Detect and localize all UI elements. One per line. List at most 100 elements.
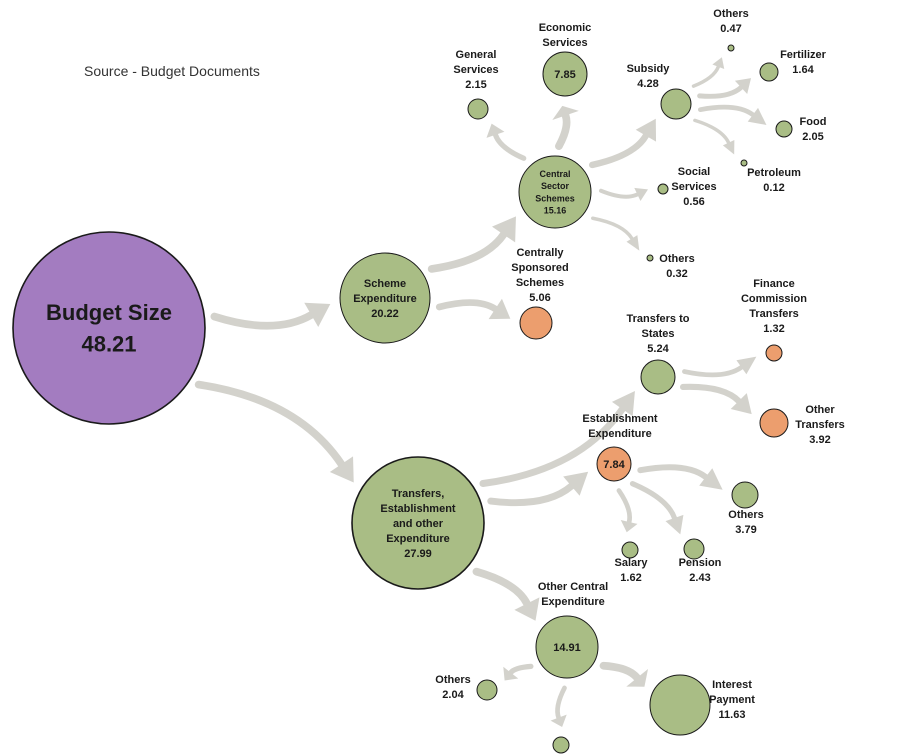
flow-arrow-central_sector-to-subsidy [588, 118, 657, 169]
flow-arrow-scheme-to-central_sector [427, 216, 516, 273]
node-value: 1.62 [620, 572, 641, 584]
node-value: 7.85 [554, 69, 575, 81]
node-label: Pension [679, 557, 722, 569]
node-value: 2.43 [689, 572, 710, 584]
node-label: Schemes [535, 193, 575, 203]
node-label: Interest [712, 679, 752, 691]
node-label: Subsidy [627, 63, 671, 75]
bubble-scheme [339, 252, 431, 344]
bubble-interest [649, 674, 711, 736]
node-label: Expenditure [541, 596, 605, 608]
node-value: 0.12 [763, 182, 784, 194]
bubble-transfers-states [640, 359, 676, 395]
node-unlabeled-bottom [552, 736, 570, 754]
bubble-css-others [646, 254, 654, 262]
bubble-social-services [657, 183, 669, 195]
node-label: Sector [541, 181, 570, 191]
node-value: 2.04 [442, 689, 464, 701]
node-label: Payment [709, 694, 755, 706]
bubble-other-central [535, 615, 599, 679]
node-fertilizer: Fertilizer 1.64 [759, 49, 827, 82]
flow-arrow-central_sector-to-economic_services [552, 105, 579, 151]
node-value: 4.28 [637, 78, 658, 90]
node-value: 20.22 [371, 308, 399, 320]
node-label: General [456, 49, 497, 61]
node-label: States [641, 328, 674, 340]
bubble-subsidy-others [727, 44, 735, 52]
node-label: Salary [614, 557, 648, 569]
flow-arrow-central_sector-to-general_services [486, 123, 527, 161]
node-label: Fertilizer [780, 49, 827, 61]
node-label: Other Central [538, 581, 608, 593]
node-label: Scheme [364, 278, 406, 290]
node-label: Sponsored [511, 262, 568, 274]
flow-arrow-other_central-to-unlabeled_bottom [550, 685, 567, 728]
flow-arrow-transfers_states-to-other_transfers [679, 383, 752, 415]
node-value: 5.24 [647, 343, 669, 355]
node-label: Budget Size [46, 300, 172, 325]
node-label: and other [393, 518, 444, 530]
node-label: Others [659, 253, 694, 265]
flow-arrow-subsidy-to-subsidy_others [691, 57, 725, 88]
bubble-economic-services [542, 51, 588, 97]
node-value: 1.32 [763, 323, 784, 335]
flow-arrow-budget-to-scheme [210, 302, 331, 330]
node-value: 3.79 [735, 524, 756, 536]
flow-arrow-other_central-to-oce_others [503, 663, 534, 681]
flow-arrow-transfers_est-to-transfers_states [479, 391, 635, 487]
flow-arrow-central_sector-to-css_others [591, 216, 640, 251]
arrow-layer [194, 57, 767, 728]
node-value: 15.16 [544, 206, 567, 216]
bubble-oce-others [476, 679, 498, 701]
node-label: Others [713, 8, 748, 20]
node-label: Central [539, 169, 570, 179]
node-label: Finance [753, 278, 795, 290]
bubble-general-services [467, 98, 489, 120]
source-note: Source - Budget Documents [84, 63, 260, 79]
node-label: Social [678, 166, 710, 178]
node-value: 7.84 [603, 459, 625, 471]
node-label: Centrally [516, 247, 564, 259]
flow-arrow-establishment-to-est_others [637, 464, 723, 490]
bubble-unlabeled-bottom [552, 736, 570, 754]
bubble-transfers-est [351, 456, 485, 590]
node-label: Food [800, 116, 827, 128]
bubble-pension [683, 538, 705, 560]
node-label: Expenditure [386, 533, 450, 545]
node-value: 27.99 [404, 548, 432, 560]
flow-arrow-transfers_est-to-other_central [472, 567, 540, 621]
node-value: 1.64 [792, 64, 814, 76]
node-value: 14.91 [553, 642, 581, 654]
bubble-central-sector [518, 155, 592, 229]
node-label: Services [453, 64, 498, 76]
node-value: 5.06 [529, 292, 550, 304]
node-label: Establishment [582, 413, 658, 425]
node-value: 0.32 [666, 268, 687, 280]
flow-arrow-transfers_est-to-establishment [487, 471, 589, 507]
node-pension: Pension 2.43 [679, 538, 722, 584]
bubble-food [775, 120, 793, 138]
node-label: Transfers, [392, 488, 445, 500]
node-value: 2.15 [465, 79, 486, 91]
bubble-centrally-sponsored [519, 306, 553, 340]
bubble-budget [12, 231, 206, 425]
flow-arrow-subsidy-to-fertilizer [697, 78, 752, 99]
bubble-petroleum [740, 159, 748, 167]
flow-arrow-subsidy-to-petroleum [693, 118, 735, 155]
node-food: Food 2.05 [775, 116, 827, 143]
flow-arrow-establishment-to-pension [629, 481, 684, 535]
node-value: 2.05 [802, 131, 823, 143]
flow-arrow-transfers_states-to-finance_commission [682, 356, 757, 378]
